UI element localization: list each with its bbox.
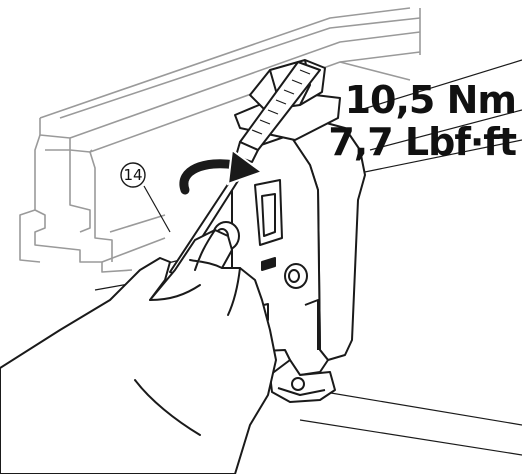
side-bolt [284,263,308,289]
rotation-arrow-icon [176,148,265,197]
torque-value-imperial: 7,7 Lbf·ft [328,120,517,164]
roof-rail [19,7,421,273]
callout-circle-icon [120,162,146,188]
callout-number: 14 [123,166,142,184]
callout-14: 14 [120,162,171,233]
torque-value-metric: 10,5 Nm [344,78,517,122]
hand [0,229,277,474]
